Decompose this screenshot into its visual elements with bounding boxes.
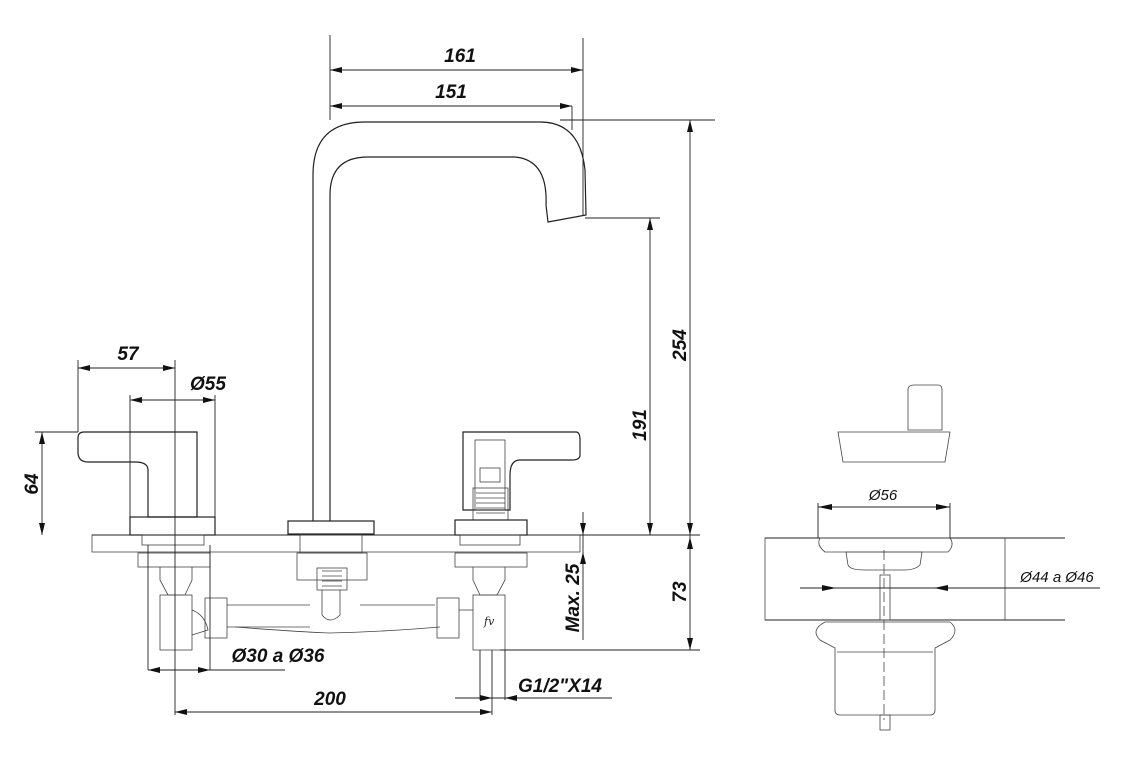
left-handle-valve bbox=[77, 431, 441, 651]
brand-logo: fv bbox=[483, 615, 495, 628]
dim-handle-length: 57 bbox=[117, 344, 140, 365]
dimension-lines bbox=[35, 35, 715, 715]
dim-handle-height: 64 bbox=[22, 473, 43, 495]
dim-spout-reach-inner: 151 bbox=[435, 82, 467, 103]
dim-below-deck: 73 bbox=[670, 581, 691, 603]
dim-connection-thread: G1/2"X14 bbox=[518, 676, 602, 697]
waste-drain-section bbox=[764, 384, 1100, 731]
dim-waste-diameter: Ø56 bbox=[868, 487, 898, 504]
spout bbox=[287, 121, 587, 621]
dim-max-deck-thickness: Max. 25 bbox=[563, 563, 584, 632]
countertop-section bbox=[91, 534, 700, 553]
dim-center-distance: 200 bbox=[313, 689, 346, 710]
dim-spout-reach-outer: 161 bbox=[444, 46, 476, 67]
dim-handle-diameter: Ø55 bbox=[190, 374, 226, 395]
dim-hole-diameter: Ø30 a Ø36 bbox=[232, 646, 325, 667]
dim-total-height: 254 bbox=[670, 329, 691, 362]
dim-waste-hole-diameter: Ø44 a Ø46 bbox=[1019, 569, 1094, 586]
right-handle-valve-section: fv bbox=[436, 431, 581, 700]
dim-outlet-height: 191 bbox=[630, 409, 651, 441]
